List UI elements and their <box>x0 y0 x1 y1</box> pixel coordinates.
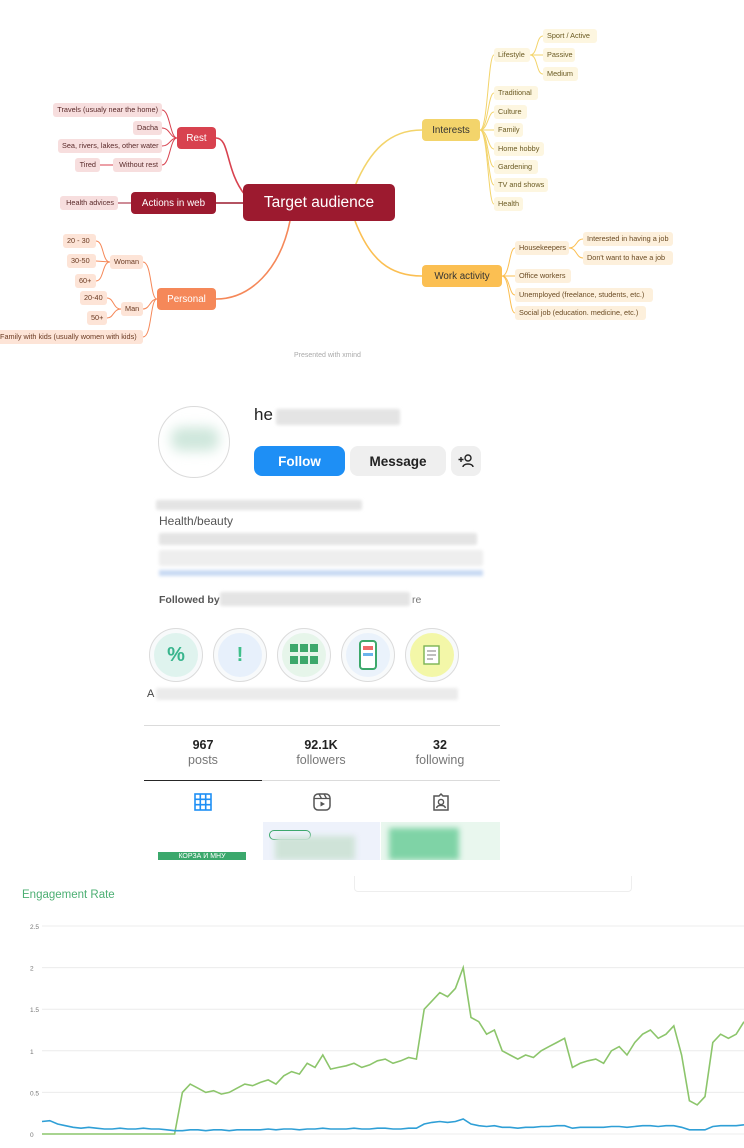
rest-item-water[interactable]: Sea, rivers, lakes, other water <box>58 139 162 153</box>
work-housekeepers[interactable]: Housekeepers <box>515 241 569 255</box>
highlight-labels-blurred <box>156 688 458 700</box>
interests-lifestyle[interactable]: Lifestyle <box>494 48 530 62</box>
username-blurred <box>276 409 400 425</box>
tagged-icon[interactable] <box>431 792 451 812</box>
followed-by-tail: re <box>412 594 422 606</box>
woman-age-20-30[interactable]: 20 - 30 <box>63 234 96 248</box>
housekeepers-want-job[interactable]: Interested in having a job <box>583 232 673 246</box>
series-line-1[interactable] <box>42 964 744 1135</box>
work-unemployed[interactable]: Unemployed (freelance, students, etc.) <box>515 288 653 302</box>
y-tick-label: 0.5 <box>30 1090 39 1097</box>
work-social-job[interactable]: Social job (education. medicine, etc.) <box>515 306 646 320</box>
rest-item-tired[interactable]: Tired <box>75 158 100 172</box>
engagement-rate-chart: Engagement Rate 0 0.5 1 1.5 2 2.5 <box>0 876 744 1148</box>
chart-plot: 0 0.5 1 1.5 2 2.5 <box>30 924 744 1139</box>
document-icon <box>423 645 440 665</box>
man-age-50-plus[interactable]: 50+ <box>87 311 107 325</box>
man-age-20-40[interactable]: 20-40 <box>80 291 107 305</box>
xmind-watermark: Presented with xmind <box>294 352 361 359</box>
woman-age-60-plus[interactable]: 60+ <box>75 274 96 288</box>
branch-interests[interactable]: Interests <box>422 119 480 141</box>
display-name-blurred <box>156 500 362 510</box>
y-tick-label: 2.5 <box>30 924 39 931</box>
y-tick-label: 0 <box>30 1132 34 1139</box>
rest-item-travels[interactable]: Travels (usualy near the home) <box>53 103 162 117</box>
mind-map: Target audience Rest Travels (usualy nea… <box>0 0 744 380</box>
lifestyle-medium[interactable]: Medium <box>543 67 578 81</box>
follow-button[interactable]: Follow <box>254 446 345 476</box>
bio-line-1-blurred <box>159 533 477 545</box>
instagram-profile: he Follow Message Health/beauty Followed… <box>144 392 500 860</box>
interests-family[interactable]: Family <box>494 123 523 137</box>
add-user-icon <box>458 454 474 468</box>
followed-by-names-blurred[interactable] <box>220 592 410 606</box>
y-tick-label: 1.5 <box>30 1007 39 1014</box>
rest-item-without-rest[interactable]: Without rest <box>113 158 162 172</box>
gift-grid-icon <box>290 644 318 664</box>
web-item-health-advices[interactable]: Health advices <box>60 196 118 210</box>
stat-following[interactable]: 32 following <box>415 738 465 767</box>
interests-traditional[interactable]: Traditional <box>494 86 538 100</box>
personal-family-with-kids[interactable]: Family with kids (usually women with kid… <box>0 330 143 344</box>
highlight-3[interactable] <box>277 628 331 682</box>
post-thumbnail-1[interactable]: КОРЗА И МНУ <box>144 822 262 860</box>
tab-active-indicator <box>144 780 262 781</box>
housekeepers-no-job[interactable]: Don't want to have a job <box>583 251 673 265</box>
reels-icon[interactable] <box>312 792 332 812</box>
add-user-button[interactable] <box>451 446 481 476</box>
interests-culture[interactable]: Culture <box>494 105 527 119</box>
series-line-2[interactable] <box>41 1118 744 1132</box>
bio-link-blurred[interactable] <box>159 570 483 576</box>
interests-health[interactable]: Health <box>494 197 523 211</box>
chart-filter-box[interactable] <box>354 876 632 892</box>
interests-home-hobby[interactable]: Home hobby <box>494 142 544 156</box>
branch-work-activity[interactable]: Work activity <box>422 265 502 287</box>
branch-rest[interactable]: Rest <box>177 127 216 149</box>
divider-tabs <box>144 780 500 781</box>
stat-followers[interactable]: 92.1K followers <box>296 738 346 767</box>
divider-top <box>144 725 500 726</box>
phone-icon <box>359 640 377 670</box>
mind-map-connectors <box>95 35 584 338</box>
avatar[interactable] <box>158 406 230 478</box>
username: he <box>254 405 273 424</box>
lifestyle-sport-active[interactable]: Sport / Active <box>543 29 597 43</box>
y-tick-label: 1 <box>30 1049 34 1056</box>
personal-woman[interactable]: Woman <box>110 255 143 269</box>
chart-title: Engagement Rate <box>22 889 115 901</box>
bio-line-2-blurred <box>159 550 483 566</box>
highlight-4[interactable] <box>341 628 395 682</box>
highlight-1[interactable]: % <box>149 628 203 682</box>
woman-age-30-50[interactable]: 30-50 <box>67 254 96 268</box>
branch-personal[interactable]: Personal <box>157 288 216 310</box>
post-thumbnail-3[interactable] <box>381 822 500 860</box>
stat-posts[interactable]: 967 posts <box>188 738 218 767</box>
message-button[interactable]: Message <box>350 446 446 476</box>
highlight-5[interactable] <box>405 628 459 682</box>
followed-by-label[interactable]: Followed by <box>159 594 220 606</box>
work-office-workers[interactable]: Office workers <box>515 269 571 283</box>
rest-item-dacha[interactable]: Dacha <box>133 121 162 135</box>
branch-actions-in-web[interactable]: Actions in web <box>131 192 216 214</box>
highlight-label-first: A <box>147 688 155 700</box>
personal-man[interactable]: Man <box>121 302 143 316</box>
interests-tv-and-shows[interactable]: TV and shows <box>494 178 548 192</box>
y-tick-label: 2 <box>30 966 34 973</box>
post-thumbnail-2[interactable] <box>263 822 380 860</box>
central-topic[interactable]: Target audience <box>243 184 395 221</box>
highlight-2[interactable]: ! <box>213 628 267 682</box>
lifestyle-passive[interactable]: Passive <box>543 48 575 62</box>
profile-category: Health/beauty <box>159 514 234 528</box>
grid-icon[interactable] <box>193 792 213 812</box>
interests-gardening[interactable]: Gardening <box>494 160 538 174</box>
